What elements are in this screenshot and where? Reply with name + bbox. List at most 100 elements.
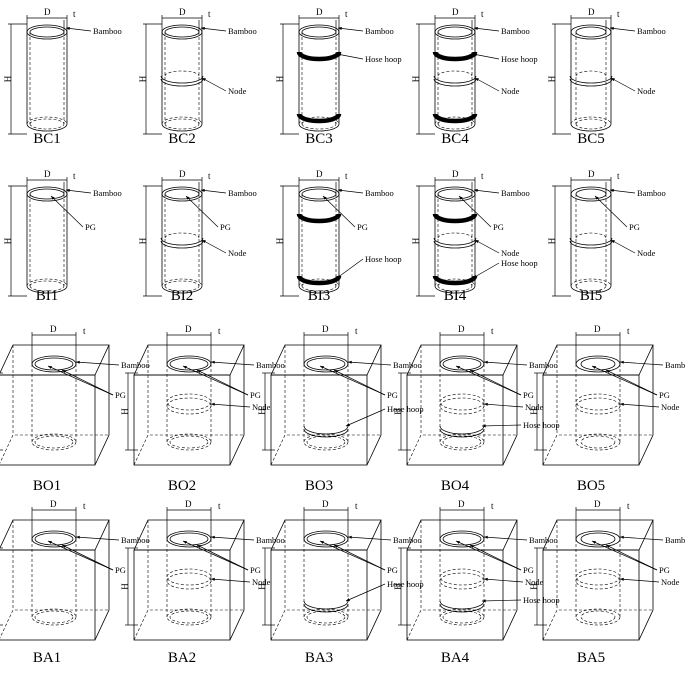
- column-bottom: [298, 123, 340, 132]
- leader-bamboo: [609, 27, 636, 32]
- leader-bamboo-head: [610, 188, 614, 192]
- column-bottom-back: [26, 116, 68, 125]
- leader-pg-head: [595, 196, 599, 200]
- column-top-inner: [306, 532, 346, 546]
- leader-bamboo-head: [211, 535, 215, 539]
- leader-node-head: [484, 577, 488, 581]
- leader-pg-second: [469, 544, 522, 571]
- height-label: H: [529, 583, 539, 590]
- leader-bamboo-head: [201, 188, 205, 192]
- column-top: [161, 186, 203, 202]
- node-ring: [575, 393, 621, 411]
- leader-pg-head: [459, 196, 463, 200]
- leader-pg-second: [61, 369, 114, 396]
- block-front-face: [270, 549, 368, 641]
- leader-bamboo-head: [474, 26, 478, 30]
- height-label: H: [411, 75, 421, 82]
- node-ring-back: [164, 70, 200, 77]
- leader-bamboo-head: [348, 360, 352, 364]
- column-bottom-inner: [580, 435, 616, 449]
- column-bottom-inner: [575, 118, 607, 125]
- leader-node-head: [202, 78, 206, 82]
- block-front-face: [542, 374, 640, 466]
- specimen-caption: BO5: [577, 478, 605, 494]
- diameter-label: D: [458, 324, 465, 334]
- node-ring: [433, 240, 477, 249]
- hose-hoop-band: [303, 425, 349, 435]
- label-bamboo: Bamboo: [365, 26, 394, 36]
- leader-hose-hoop: [472, 262, 500, 279]
- specimen-caption: BA1: [33, 650, 61, 666]
- thickness-label: t: [617, 171, 620, 181]
- label-bamboo: Bamboo: [256, 360, 285, 370]
- diameter-label: D: [179, 169, 186, 179]
- column-bottom: [26, 285, 68, 294]
- specimen-caption: BC3: [305, 131, 333, 147]
- node-ring: [160, 75, 204, 84]
- diameter-label: D: [316, 169, 323, 179]
- column-top: [298, 24, 340, 40]
- leader-node-head: [611, 240, 615, 244]
- column-bottom: [303, 433, 349, 451]
- height-label: H: [3, 75, 13, 82]
- column-top-inner: [169, 357, 209, 371]
- block-top-face: [133, 344, 245, 376]
- node-ring: [166, 393, 212, 411]
- leader-bamboo-head: [610, 26, 614, 30]
- column-top: [570, 24, 612, 40]
- label-pg: PG: [357, 222, 368, 232]
- block-top-face: [406, 519, 518, 551]
- diameter-label: D: [322, 324, 329, 334]
- leader-node-head: [211, 577, 215, 581]
- leader-bamboo-head: [474, 188, 478, 192]
- leader-node: [201, 77, 227, 92]
- node-ring: [166, 397, 212, 415]
- leader-bamboo: [200, 27, 227, 32]
- column-bottom: [575, 433, 621, 451]
- column-bottom: [166, 608, 212, 626]
- leader-pg-head: [320, 366, 324, 369]
- leader-pg-second-head: [470, 545, 474, 549]
- label-bamboo: Bamboo: [365, 188, 394, 198]
- leader-bamboo-head: [620, 360, 624, 364]
- node-ring-back: [575, 70, 607, 77]
- leader-bamboo-head: [338, 26, 342, 30]
- label-bamboo: Bamboo: [228, 26, 257, 36]
- leader-pg-second: [333, 544, 386, 571]
- column-top-inner: [437, 188, 473, 200]
- block-hidden-edge: [406, 609, 517, 641]
- height-label: H: [529, 408, 539, 415]
- leader-pg-head: [183, 541, 187, 544]
- block-side-edge: [94, 520, 110, 641]
- label-node: Node: [661, 577, 680, 587]
- height-label: H: [275, 75, 285, 82]
- height-label: H: [393, 408, 403, 415]
- leader-node: [210, 403, 251, 408]
- block-side-edge: [229, 345, 245, 466]
- column-bottom-inner: [164, 280, 200, 287]
- height-label: H: [257, 583, 267, 590]
- column-bottom-back: [570, 116, 612, 125]
- leader-pg: [182, 540, 249, 571]
- column-top-inner: [580, 357, 616, 371]
- leader-pg: [185, 195, 219, 228]
- leader-node: [201, 239, 227, 254]
- label-node: Node: [252, 577, 271, 587]
- block-top-face: [0, 344, 110, 376]
- node-ring: [433, 75, 477, 84]
- label-node: Node: [637, 248, 656, 258]
- leader-node: [210, 578, 251, 583]
- column-top-inner: [164, 26, 200, 38]
- diameter-label: D: [185, 324, 192, 334]
- label-pg: PG: [659, 565, 670, 575]
- column-top-inner: [169, 532, 209, 546]
- column-top-inner: [306, 357, 346, 371]
- block-hidden-edge: [542, 434, 653, 466]
- thickness-label: t: [481, 9, 484, 19]
